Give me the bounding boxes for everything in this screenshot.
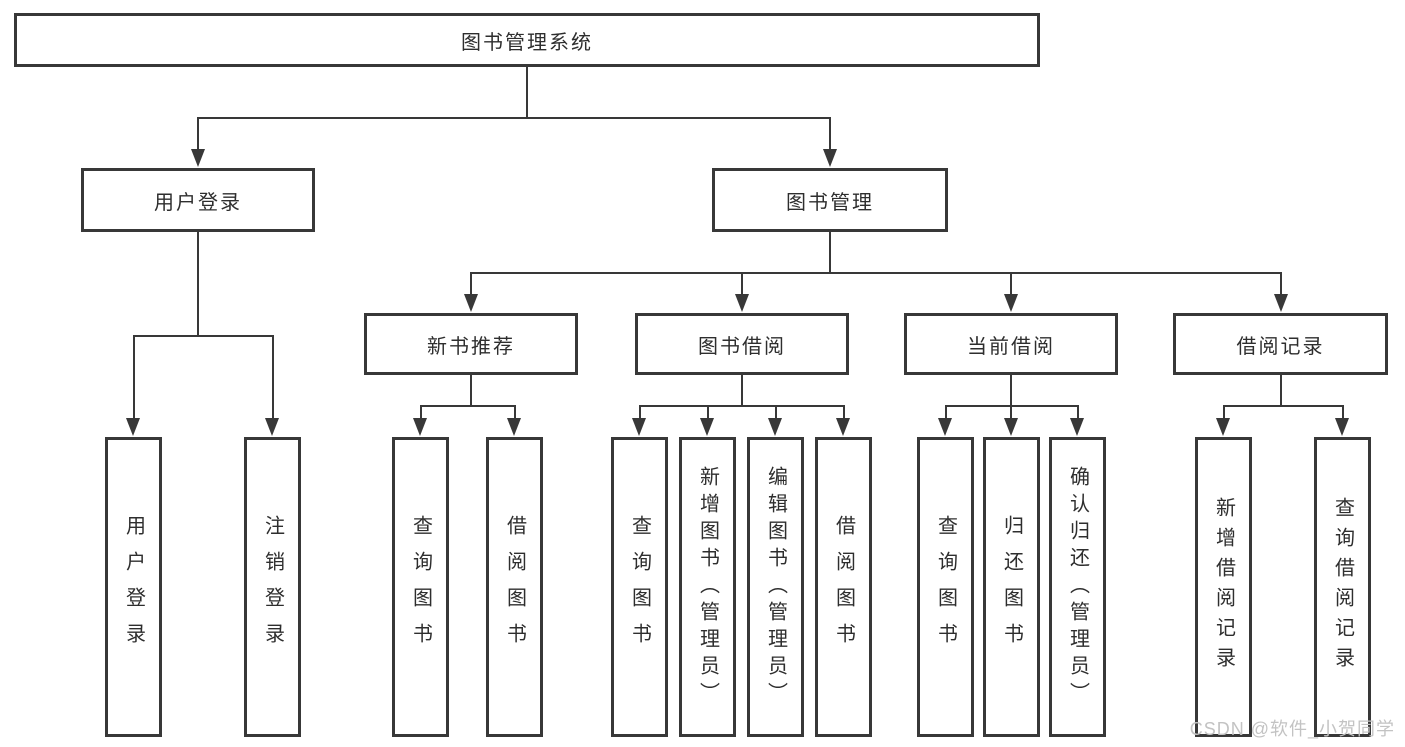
- connector-to-book-management: [829, 117, 831, 152]
- arrow-down-icon: [1216, 418, 1230, 436]
- connector-records-split: [1223, 405, 1343, 407]
- connector-to-leaf: [1077, 405, 1079, 421]
- node-current-borrowing: 当前借阅: [904, 313, 1118, 375]
- node-new-book-recommend: 新书推荐: [364, 313, 578, 375]
- node-label: 编辑图书（管理员）: [764, 465, 787, 709]
- arrow-down-icon: [1274, 294, 1288, 312]
- node-book-management-branch: 图书管理: [712, 168, 948, 232]
- arrow-down-icon: [836, 418, 850, 436]
- arrow-down-icon: [191, 149, 205, 167]
- connector-to-leaf: [272, 335, 274, 420]
- arrow-down-icon: [632, 418, 646, 436]
- arrow-down-icon: [1004, 418, 1018, 436]
- node-add-borrow-record: 新增借阅记录: [1195, 437, 1252, 737]
- connector-root-stem: [526, 66, 528, 118]
- connector-root-split: [197, 117, 831, 119]
- node-query-books-current: 查询图书: [917, 437, 974, 737]
- watermark: CSDN @软件_小贺同学: [1189, 719, 1395, 739]
- connector-book-mgmt-stem: [829, 232, 831, 273]
- connector-to-leaf: [1342, 405, 1344, 421]
- connector-to-leaf: [133, 335, 135, 420]
- connector-new-book-split: [420, 405, 515, 407]
- node-label: 查询借阅记录: [1331, 497, 1354, 677]
- node-label: 确认归还（管理员）: [1066, 465, 1089, 709]
- node-label: 图书管理系统: [461, 31, 593, 54]
- arrow-down-icon: [464, 294, 478, 312]
- node-label: 新增图书（管理员）: [696, 465, 719, 709]
- node-label: 新书推荐: [427, 335, 515, 358]
- node-return-book: 归还图书: [983, 437, 1040, 737]
- arrow-down-icon: [265, 418, 279, 436]
- connector-current-borrow-stem: [1010, 375, 1012, 406]
- node-edit-book-admin: 编辑图书（管理员）: [747, 437, 804, 737]
- node-library-management-system: 图书管理系统: [14, 13, 1040, 67]
- node-logout: 注销登录: [244, 437, 301, 737]
- arrow-down-icon: [700, 418, 714, 436]
- connector-to-leaf: [775, 405, 777, 421]
- arrow-down-icon: [938, 418, 952, 436]
- connector-book-borrow-stem: [741, 375, 743, 406]
- connector-records-stem: [1280, 375, 1282, 406]
- arrow-down-icon: [768, 418, 782, 436]
- node-add-book-admin: 新增图书（管理员）: [679, 437, 736, 737]
- arrow-down-icon: [413, 418, 427, 436]
- connector-to-borrow-records: [1280, 272, 1282, 296]
- connector-to-current-borrow: [1010, 272, 1012, 296]
- arrow-down-icon: [1335, 418, 1349, 436]
- node-label: 当前借阅: [967, 335, 1055, 358]
- connector-book-mgmt-split: [470, 272, 1281, 274]
- connector-to-leaf: [420, 405, 422, 421]
- node-label: 用户登录: [122, 515, 145, 659]
- connector-to-leaf: [639, 405, 641, 421]
- node-label: 借阅图书: [503, 515, 526, 659]
- connector-to-leaf: [1223, 405, 1225, 421]
- node-query-borrow-record: 查询借阅记录: [1314, 437, 1371, 737]
- arrow-down-icon: [823, 149, 837, 167]
- node-query-books-recommend: 查询图书: [392, 437, 449, 737]
- node-confirm-return-admin: 确认归还（管理员）: [1049, 437, 1106, 737]
- node-book-borrowing: 图书借阅: [635, 313, 849, 375]
- arrow-down-icon: [1004, 294, 1018, 312]
- node-label: 新增借阅记录: [1212, 497, 1235, 677]
- node-label: 归还图书: [1000, 515, 1023, 659]
- connector-to-book-borrow: [741, 272, 743, 296]
- node-label: 图书管理: [786, 191, 874, 214]
- arrow-down-icon: [507, 418, 521, 436]
- node-borrow-books: 借阅图书: [815, 437, 872, 737]
- connector-to-leaf: [1010, 405, 1012, 421]
- connector-to-leaf: [514, 405, 516, 421]
- connector-user-login-stem: [197, 232, 199, 336]
- node-borrow-books-recommend: 借阅图书: [486, 437, 543, 737]
- node-label: 查询图书: [934, 515, 957, 659]
- node-label: 查询图书: [409, 515, 432, 659]
- connector-to-leaf: [707, 405, 709, 421]
- node-user-login-branch: 用户登录: [81, 168, 315, 232]
- arrow-down-icon: [1070, 418, 1084, 436]
- connector-to-leaf: [945, 405, 947, 421]
- connector-to-new-book: [470, 272, 472, 296]
- node-borrowing-records: 借阅记录: [1173, 313, 1388, 375]
- node-query-books-borrow: 查询图书: [611, 437, 668, 737]
- arrow-down-icon: [126, 418, 140, 436]
- connector-user-login-split: [133, 335, 273, 337]
- connector-to-user-login: [197, 117, 199, 152]
- node-label: 图书借阅: [698, 335, 786, 358]
- node-label: 用户登录: [154, 191, 242, 214]
- node-label: 借阅记录: [1236, 335, 1325, 358]
- connector-to-leaf: [843, 405, 845, 421]
- connector-new-book-stem: [470, 375, 472, 406]
- node-label: 注销登录: [261, 515, 284, 659]
- arrow-down-icon: [735, 294, 749, 312]
- node-user-login: 用户登录: [105, 437, 162, 737]
- connector-book-borrow-split: [639, 405, 844, 407]
- node-label: 查询图书: [628, 515, 651, 659]
- node-label: 借阅图书: [832, 515, 855, 659]
